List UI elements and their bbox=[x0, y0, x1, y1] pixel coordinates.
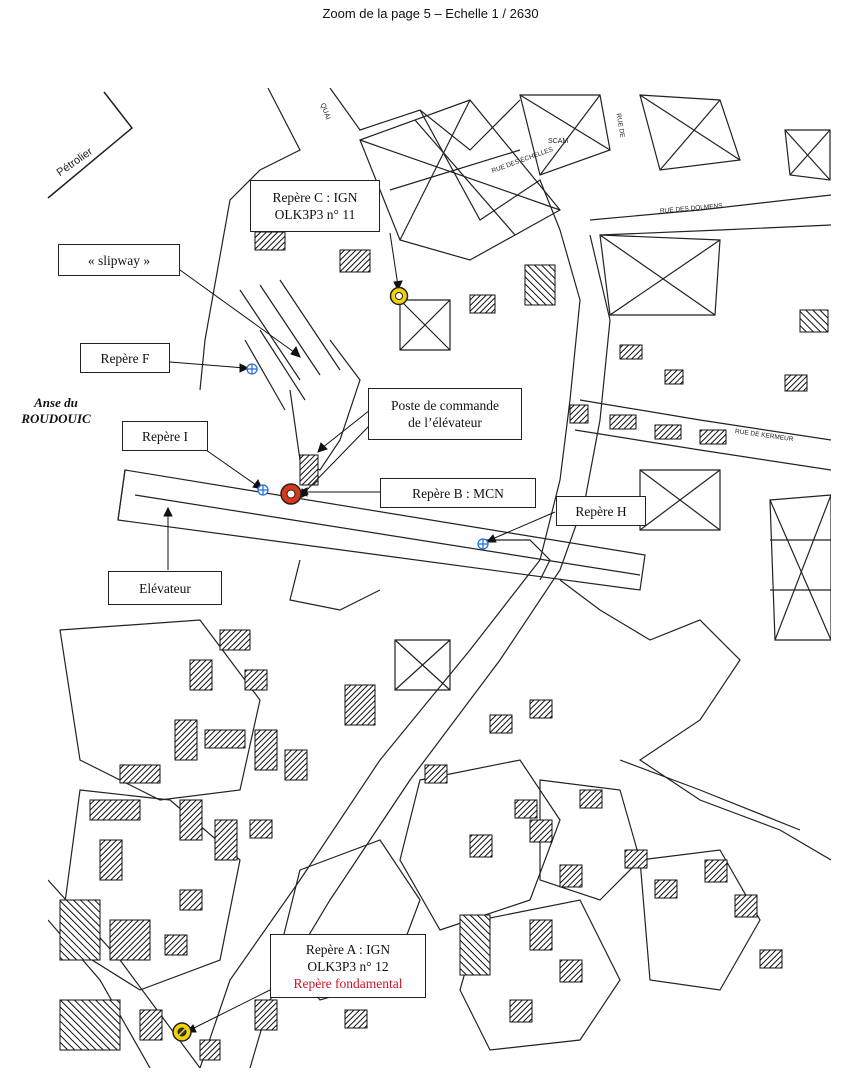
callout-poste-line2: de l’élévateur bbox=[408, 415, 482, 430]
marker-repere-h[interactable] bbox=[477, 538, 489, 550]
marker-repere-b[interactable] bbox=[280, 483, 302, 505]
callout-slipway: « slipway » bbox=[58, 244, 180, 276]
callout-elevateur: Elévateur bbox=[108, 571, 222, 605]
street-scam: SCAM bbox=[548, 138, 569, 145]
callout-repere-f: Repère F bbox=[80, 343, 170, 373]
hatched-buildings bbox=[59, 231, 829, 1061]
marker-repere-c[interactable] bbox=[389, 286, 409, 306]
place-name-line2: ROUDOUIC bbox=[21, 411, 91, 426]
callout-repere-a-line1: Repère A : IGN bbox=[305, 941, 391, 957]
place-name-line1: Anse du bbox=[34, 395, 78, 410]
callout-poste-line1: Poste de commande bbox=[391, 398, 499, 413]
callout-repere-c-line1: Repère C : IGN bbox=[272, 190, 358, 205]
callout-repere-a: Repère A : IGN OLK3P3 n° 12 Repère fonda… bbox=[270, 934, 426, 998]
callout-repere-c-line2: OLK3P3 n° 11 bbox=[274, 207, 356, 222]
map-lines bbox=[48, 88, 831, 1068]
corner-pointer bbox=[47, 91, 134, 199]
marker-repere-a[interactable] bbox=[172, 1022, 192, 1042]
callout-repere-h: Repère H bbox=[556, 496, 646, 526]
callout-repere-a-line2: OLK3P3 n° 12 bbox=[307, 958, 389, 974]
callout-repere-a-line3: Repère fondamental bbox=[293, 975, 403, 991]
callout-repere-c: Repère C : IGN OLK3P3 n° 11 bbox=[250, 180, 380, 232]
page-title: Zoom de la page 5 – Echelle 1 / 2630 bbox=[322, 6, 539, 21]
place-name: Anse du ROUDOUIC bbox=[8, 395, 104, 427]
callout-poste: Poste de commande de l’élévateur bbox=[368, 388, 522, 440]
callout-repere-b: Repère B : MCN bbox=[380, 478, 536, 508]
marker-repere-f[interactable] bbox=[246, 363, 258, 375]
callout-repere-i: Repère I bbox=[122, 421, 208, 451]
marker-repere-i[interactable] bbox=[257, 484, 269, 496]
